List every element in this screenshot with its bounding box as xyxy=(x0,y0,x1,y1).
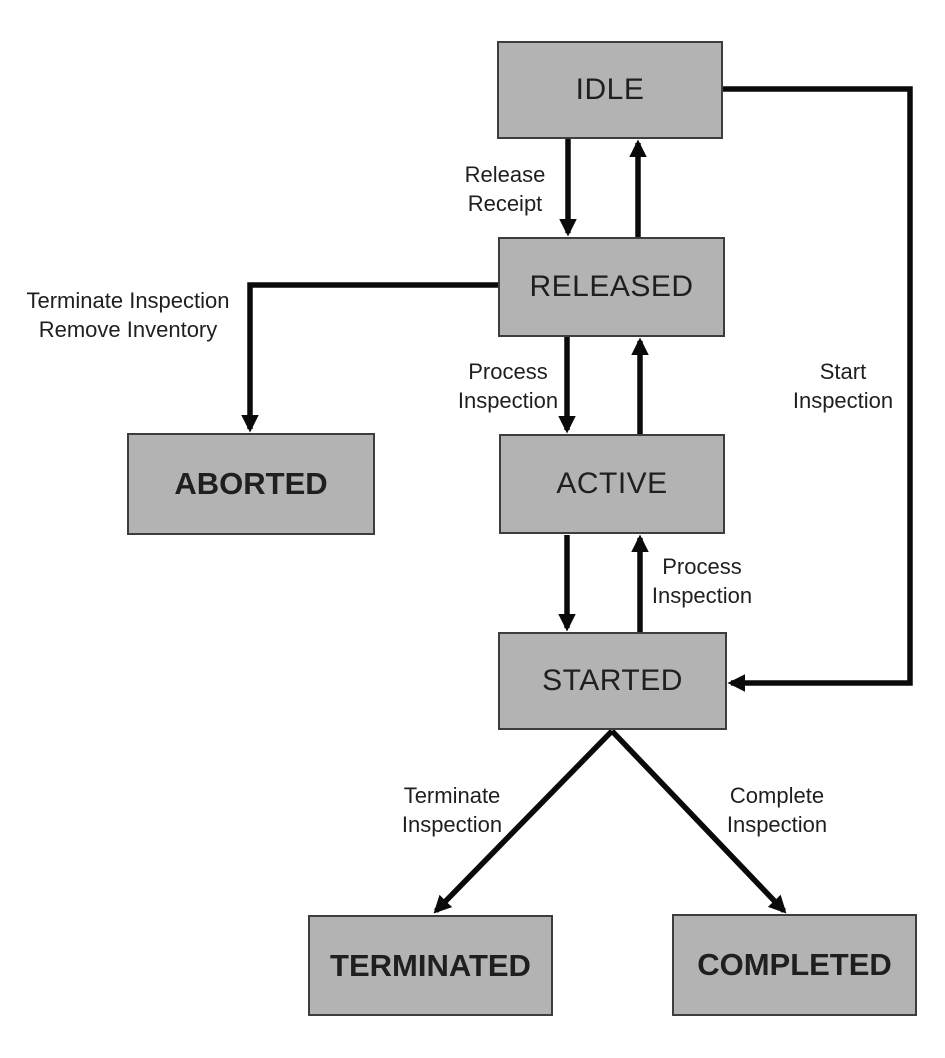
edge-label-process-inspection-upper: Process Inspection xyxy=(457,359,559,413)
state-label-aborted: ABORTED xyxy=(174,466,328,501)
edge-label-terminate-inspection: Terminate Inspection xyxy=(401,783,503,837)
edge-label-terminate-remove-inventory: Terminate Inspection Remove Inventory xyxy=(26,288,230,342)
arrow-started-to-completed xyxy=(610,729,787,914)
state-label-completed: COMPLETED xyxy=(697,947,892,982)
arrow-idle-to-started xyxy=(723,86,913,692)
state-label-started: STARTED xyxy=(542,664,683,697)
state-label-active: ACTIVE xyxy=(556,467,668,500)
state-label-released: RELEASED xyxy=(529,270,694,303)
state-box-aborted: ABORTED xyxy=(127,433,375,535)
state-box-completed: COMPLETED xyxy=(672,914,917,1016)
state-box-released: RELEASED xyxy=(498,237,725,337)
state-label-idle: IDLE xyxy=(575,73,645,106)
state-box-active: ACTIVE xyxy=(499,434,725,534)
edge-label-start-inspection: Start Inspection xyxy=(792,359,894,413)
edge-label-release-receipt: Release Receipt xyxy=(464,162,546,216)
edge-label-process-inspection-lower: Process Inspection xyxy=(651,554,753,608)
arrow-started-to-terminated xyxy=(433,729,614,914)
edge-label-complete-inspection: Complete Inspection xyxy=(726,783,828,837)
state-box-idle: IDLE xyxy=(497,41,723,139)
state-label-terminated: TERMINATED xyxy=(330,947,531,983)
state-box-terminated: TERMINATED xyxy=(308,915,553,1016)
arrow-released-to-aborted xyxy=(241,282,498,433)
state-box-started: STARTED xyxy=(498,632,727,730)
